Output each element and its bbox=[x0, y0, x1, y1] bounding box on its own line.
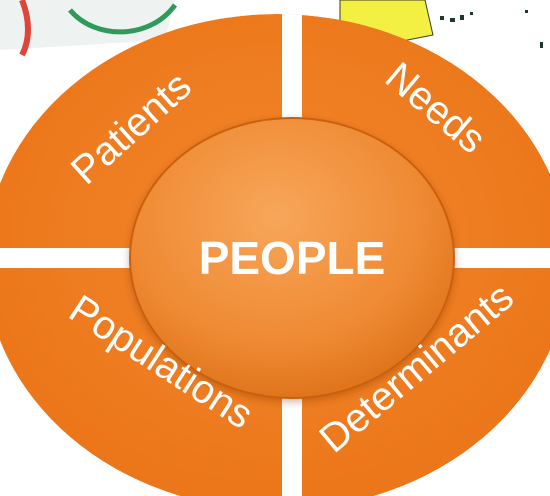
corner-doodle-art bbox=[0, 0, 543, 57]
center-circle bbox=[129, 117, 455, 399]
center-label: PEOPLE bbox=[199, 232, 386, 284]
